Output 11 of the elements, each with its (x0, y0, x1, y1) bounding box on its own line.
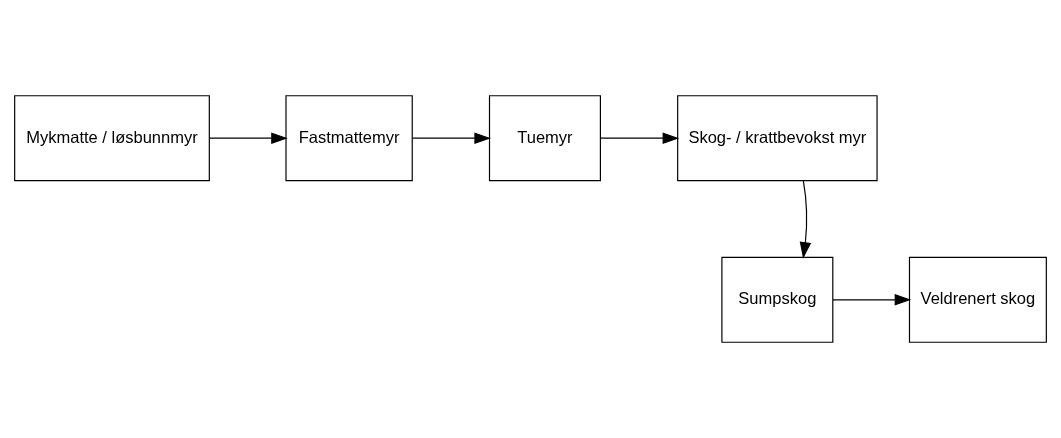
arrow (600, 132, 680, 144)
arrow (832, 294, 912, 306)
node-box: Sumpskog (721, 256, 834, 343)
node-box: Fastmattemyr (285, 95, 413, 182)
arrow (412, 132, 491, 144)
arrow (209, 132, 288, 144)
node-box: Tuemyr (488, 95, 601, 182)
node-box: Mykmatte / løsbunnmyr (14, 95, 210, 182)
node-box: Skog- / krattbevokst myr (677, 95, 878, 182)
node-box: Veldrenert skog (908, 256, 1047, 343)
arrow (799, 180, 812, 259)
